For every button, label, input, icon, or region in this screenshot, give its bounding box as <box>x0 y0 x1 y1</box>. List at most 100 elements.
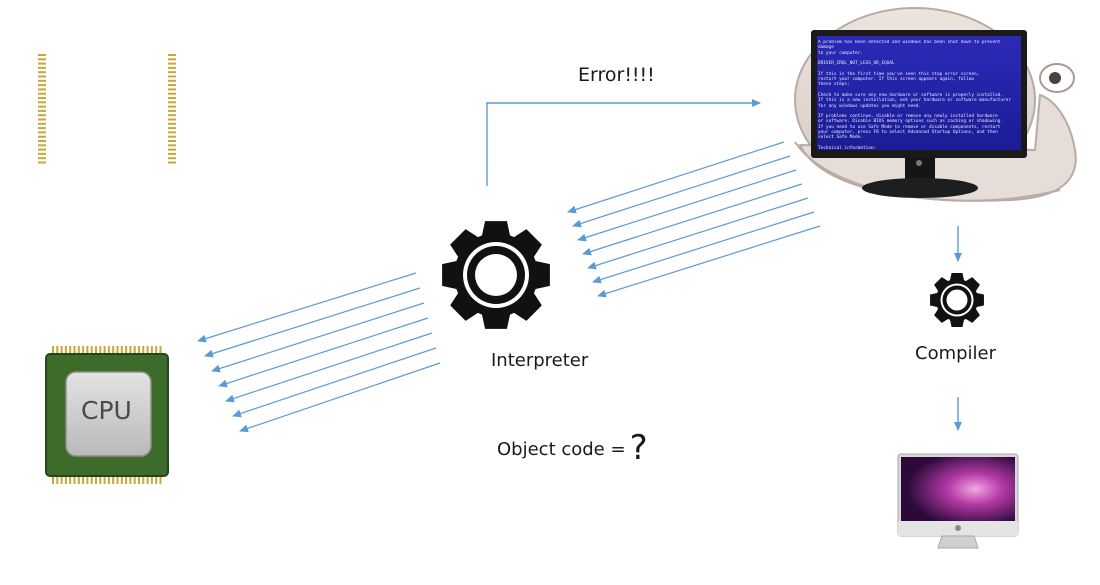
cpu-pin <box>56 346 59 354</box>
snail-body <box>798 93 1077 202</box>
cpu-pin <box>125 476 128 484</box>
cpu-pin <box>150 346 153 354</box>
cpu-pin <box>38 114 46 117</box>
cpu-pin <box>73 346 76 354</box>
cpu-pin <box>112 476 115 484</box>
bsod-error-text: A problem has been detected and windows … <box>818 40 1011 151</box>
cpu-pin <box>138 346 140 354</box>
cpu-pin <box>38 54 46 56</box>
cpu-pin <box>125 346 128 354</box>
cpu-pin <box>159 476 162 484</box>
imac-icon <box>897 453 1019 549</box>
gear-hole <box>946 289 968 311</box>
cpu-pin <box>159 346 162 354</box>
interpreter-label: Interpreter <box>491 350 589 371</box>
imac-stand <box>937 535 979 549</box>
cpu-pin <box>90 476 93 484</box>
cpu-pin <box>168 144 176 147</box>
cpu-pin <box>142 346 145 354</box>
cpu-pin <box>138 476 140 484</box>
cpu-pin <box>38 152 46 155</box>
arrow-interpreter-to-cpu <box>239 362 441 433</box>
cpu-pin <box>38 135 46 138</box>
arrow-monitor-to-interpreter <box>597 225 821 298</box>
cpu-pin <box>86 346 89 354</box>
cpu-pin <box>150 476 153 484</box>
cpu-pin <box>168 75 176 78</box>
cpu-pin <box>133 346 136 354</box>
cpu-pin <box>168 135 176 138</box>
cpu-pin <box>168 131 176 134</box>
arrow-monitor-to-interpreter <box>577 169 797 242</box>
cpu-pin <box>168 105 176 108</box>
cpu-pin <box>60 346 63 354</box>
cpu-pin <box>38 109 46 112</box>
arrow-interpreter-to-monitor-error <box>486 99 761 186</box>
cpu-pin <box>38 127 46 130</box>
cpu-pin <box>168 54 176 56</box>
gear-hole <box>475 254 517 296</box>
monitor-base <box>862 178 978 198</box>
cpu-pin <box>168 152 176 155</box>
object-code-text: Object code = <box>497 439 626 460</box>
arrow-interpreter-to-cpu <box>225 332 433 403</box>
cpu-pin <box>120 346 123 354</box>
cpu-pin <box>107 476 110 484</box>
cpu-pin <box>142 476 145 484</box>
cpu-pin <box>146 346 149 354</box>
cpu-pin <box>82 346 85 354</box>
cpu-pin <box>69 346 72 354</box>
arrow-interpreter-to-cpu <box>232 347 437 418</box>
cpu-pin <box>146 476 149 484</box>
cpu-pin <box>116 346 119 354</box>
cpu-pin <box>168 71 176 74</box>
arrow-monitor-to-interpreter <box>592 211 815 284</box>
cpu-pin <box>90 346 93 354</box>
flow-arrows <box>197 99 962 433</box>
cpu-pin <box>77 476 80 484</box>
cpu-pin <box>168 92 176 95</box>
cpu-pin <box>38 118 46 121</box>
cpu-pin <box>38 131 46 134</box>
arrow-interpreter-to-cpu <box>211 302 425 373</box>
cpu-pin <box>168 62 176 65</box>
cpu-pin <box>168 127 176 130</box>
apple-logo-icon <box>955 525 961 531</box>
arrow-interpreter-to-cpu <box>218 317 429 388</box>
cpu-pin <box>86 476 89 484</box>
cpu-pin <box>56 476 59 484</box>
bsod-screen <box>817 36 1021 150</box>
cpu-pin <box>38 79 46 82</box>
cpu-pin <box>38 75 46 78</box>
cpu-pin <box>133 476 136 484</box>
cpu-pin <box>116 476 119 484</box>
cpu-pin <box>38 62 46 65</box>
cpu-pin <box>129 346 132 354</box>
compiler-gear-icon <box>930 273 984 327</box>
cpu-label: CPU <box>81 396 132 425</box>
cpu-pin <box>168 88 176 91</box>
cpu-pin <box>120 476 123 484</box>
cpu-pin <box>38 97 46 99</box>
object-code-question-mark: ? <box>629 428 648 468</box>
cpu-pin <box>168 84 176 87</box>
cpu-pin <box>103 346 106 354</box>
cpu-pin <box>38 88 46 91</box>
cpu-pin <box>112 346 115 354</box>
cpu-pin <box>64 346 67 354</box>
object-code-label: Object code =? <box>497 428 648 468</box>
cpu-pin <box>168 157 176 160</box>
cpu-pin <box>168 114 176 117</box>
cpu-pin <box>38 101 46 104</box>
interpreter-gear-icon <box>442 221 550 329</box>
cpu-pin <box>103 476 106 484</box>
snail-monitor-icon <box>794 7 1077 202</box>
cpu-pin <box>95 476 97 484</box>
compiler-label: Compiler <box>915 343 997 364</box>
cpu-pin <box>38 144 46 147</box>
cpu-pin <box>52 476 54 484</box>
cpu-pin <box>38 92 46 95</box>
snail-pupil <box>1049 72 1061 84</box>
cpu-pin <box>38 66 46 69</box>
